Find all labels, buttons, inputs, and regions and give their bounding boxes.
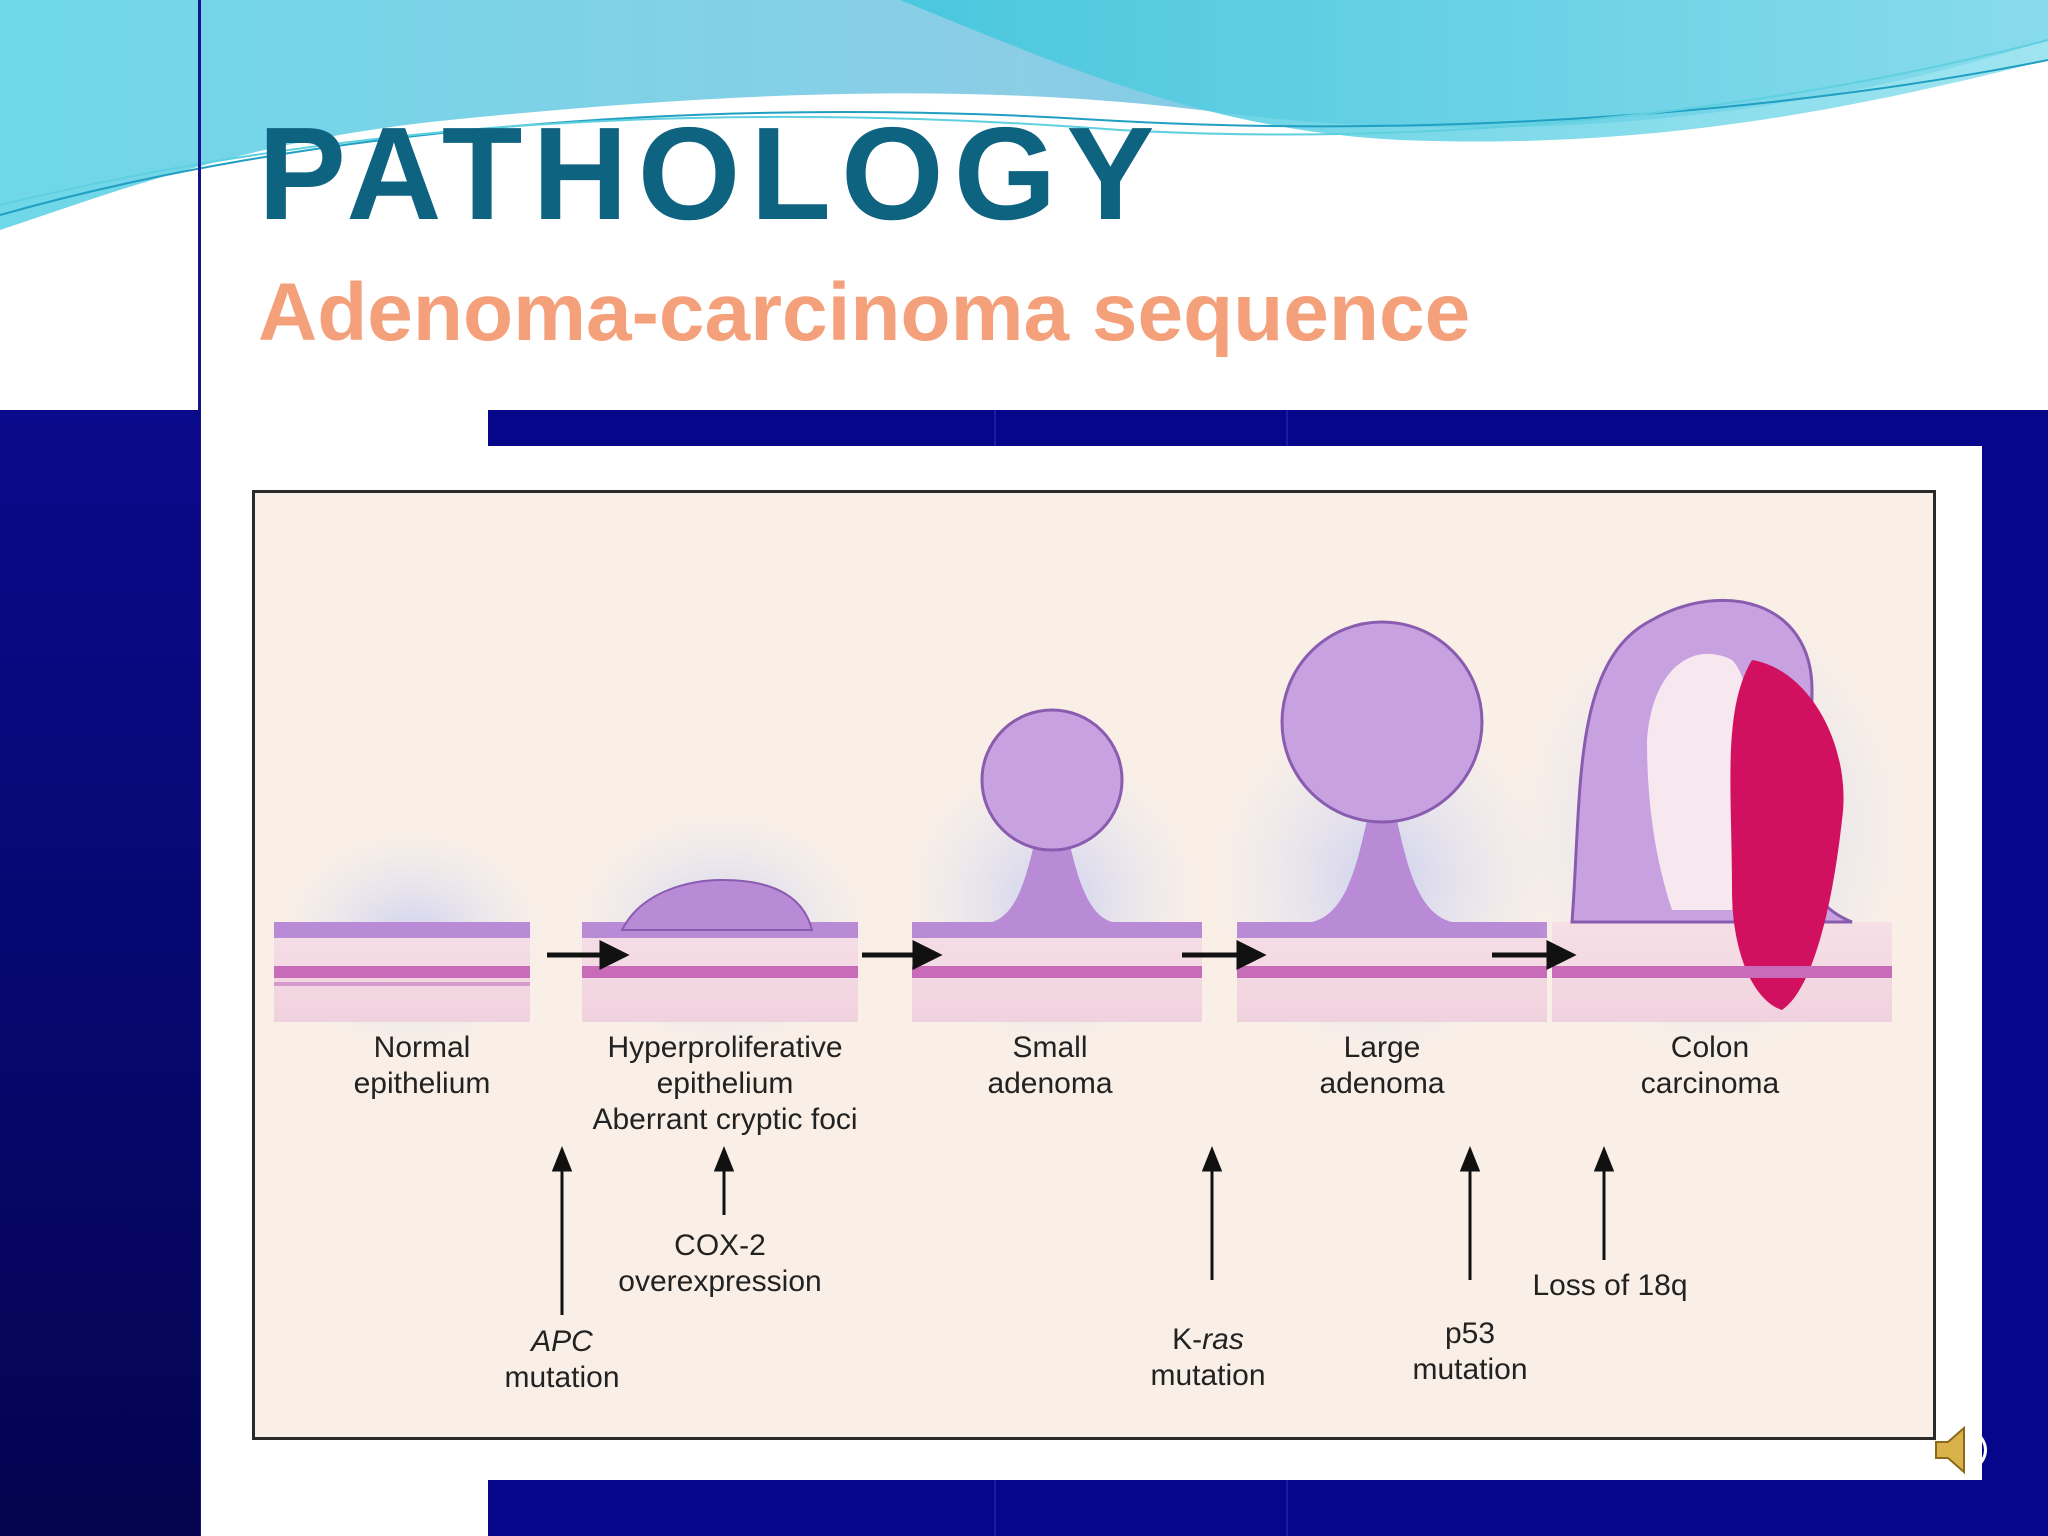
event-label-p53: p53 mutation	[1412, 1317, 1528, 1386]
event-label-cox2: COX-2 overexpression	[618, 1229, 822, 1298]
slide-subtitle: Adenoma-carcinoma sequence	[258, 267, 1471, 358]
stage-colon-carcinoma	[1512, 599, 1912, 1060]
event-arrows	[551, 1145, 1615, 1315]
stage-large-adenoma	[1212, 620, 1552, 1060]
stage-normal-epithelium	[274, 830, 547, 1050]
stage-label-large-adenoma: Large adenoma	[1319, 1031, 1445, 1100]
stage-label-small-adenoma: Small adenoma	[987, 1031, 1113, 1100]
adenoma-carcinoma-illustration	[274, 599, 1912, 1315]
event-label-kras: K-ras mutation	[1150, 1323, 1266, 1392]
speaker-icon[interactable]	[1928, 1420, 1998, 1480]
stage-label-colon-carcinoma: Colon carcinoma	[1640, 1031, 1780, 1100]
stage-label-hyperproliferative: Hyperproliferative epithelium Aberrant c…	[592, 1031, 858, 1136]
stage-small-adenoma	[902, 708, 1202, 1050]
left-blue-band	[0, 410, 200, 1536]
progression-arrows	[547, 939, 1577, 971]
event-label-18q: Loss of 18q	[1532, 1269, 1688, 1302]
event-label-apc: APC mutation	[504, 1325, 620, 1394]
stage-hyperproliferative	[572, 810, 872, 1050]
header-wave-decoration	[0, 0, 2048, 230]
stage-label-normal: Normal epithelium	[353, 1031, 491, 1100]
slide-title: PATHOLOGY	[258, 100, 1165, 247]
